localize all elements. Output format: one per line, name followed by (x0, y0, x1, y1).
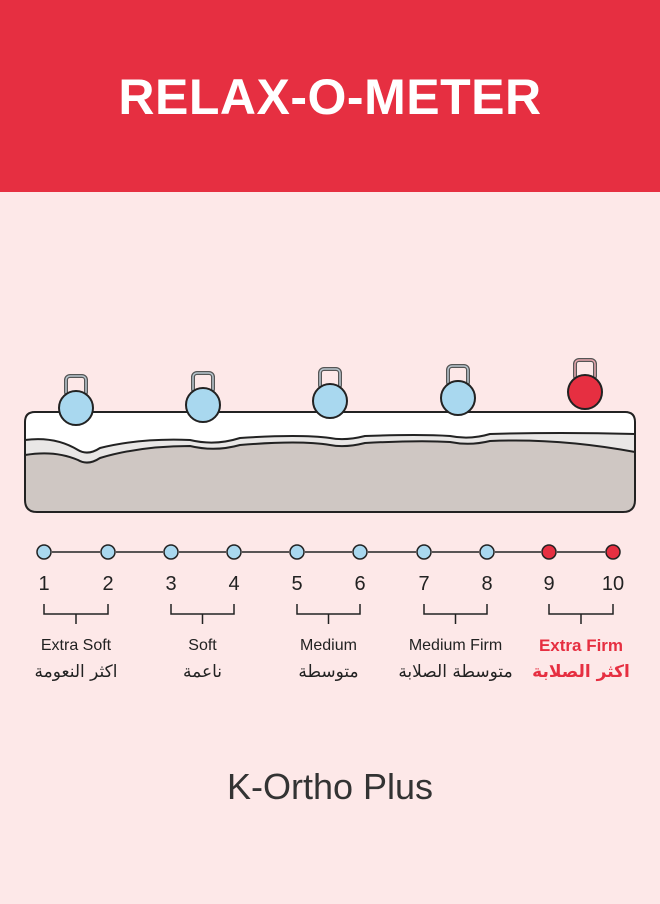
mattress-top-layer (24, 411, 636, 454)
scale-bracket (296, 604, 361, 624)
scale-line (36, 544, 621, 560)
scale-bracket (423, 604, 488, 624)
scale-number: 1 (38, 573, 49, 595)
scale-bracket (170, 604, 235, 624)
header-banner: RELAX-O-METER (0, 0, 660, 192)
firmness-label: Medium Firm متوسطة الصلابة (391, 636, 521, 684)
firmness-label: Extra Soft اكثر النعومة (11, 636, 141, 684)
scale-brackets (43, 604, 614, 624)
scale-dot (416, 544, 432, 560)
firmness-label-en: Medium Firm (408, 637, 503, 654)
kettlebell-icon (440, 364, 476, 416)
firmness-label-ar: اكثر النعومة (34, 662, 118, 682)
scale-dot (36, 544, 52, 560)
kettlebell-icon (312, 367, 348, 419)
kettlebell-icon (185, 371, 221, 423)
scale-number: 2 (102, 573, 113, 595)
firmness-label: Soft ناعمة (138, 636, 268, 684)
kettlebell-icon (58, 374, 94, 426)
scale-number: 7 (418, 573, 429, 595)
scale-dot (289, 544, 305, 560)
firmness-label-en: Extra Soft (40, 637, 112, 654)
scale-dot (479, 544, 495, 560)
scale-bracket (548, 604, 614, 624)
firmness-label-en: Medium (300, 637, 357, 654)
firmness-label: Extra Firm اكثر الصلابة (516, 636, 646, 684)
scale-dot (163, 544, 179, 560)
scale-number: 9 (543, 573, 554, 595)
firmness-label-ar: متوسطة (298, 662, 359, 682)
product-name: K-Ortho Plus (226, 766, 434, 807)
scale-number: 3 (165, 573, 176, 595)
scale-number: 8 (481, 573, 492, 595)
scale-numbers: 1 2 3 4 5 6 7 8 9 10 (38, 573, 624, 595)
scale-dot (541, 544, 557, 560)
scale-number: 6 (354, 573, 365, 595)
firmness-label-ar: ناعمة (183, 662, 222, 682)
scale-number: 5 (291, 573, 302, 595)
firmness-label-en: Soft (188, 637, 217, 654)
page-title: RELAX-O-METER (118, 69, 542, 125)
mattress-illustration: 1 2 3 4 5 6 7 8 9 10 (24, 358, 636, 624)
firmness-label-ar: متوسطة الصلابة (398, 662, 513, 682)
scale-number: 4 (228, 573, 239, 595)
scale-bracket (43, 604, 109, 624)
firmness-label: Medium متوسطة (264, 636, 394, 684)
kettlebell-icon (567, 358, 603, 410)
scale-dot (100, 544, 116, 560)
firmness-label-en: Extra Firm (538, 636, 624, 655)
mattress (24, 411, 636, 513)
scale-dot (352, 544, 368, 560)
scale-dot (226, 544, 242, 560)
scale-dot (605, 544, 621, 560)
scale-number: 10 (602, 573, 624, 595)
firmness-label-ar: اكثر الصلابة (532, 662, 630, 682)
